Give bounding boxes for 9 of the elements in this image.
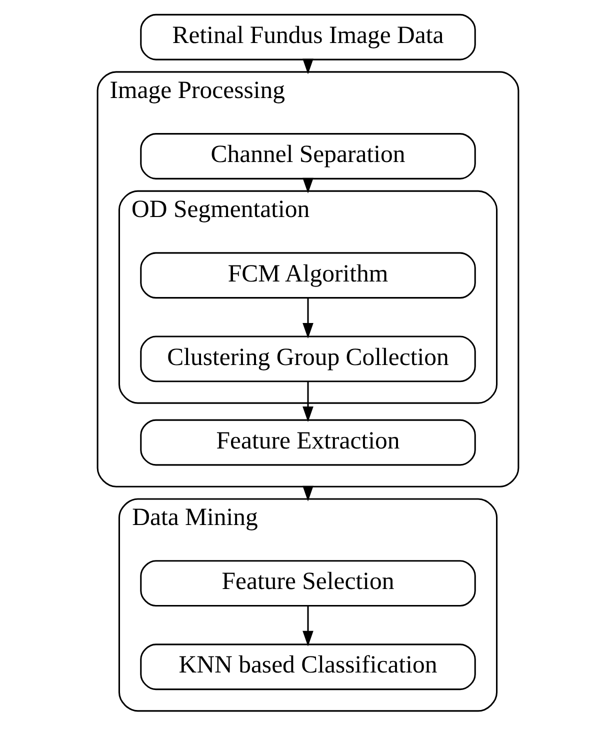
arrow [302, 606, 313, 646]
node-box: Feature Selection [140, 560, 476, 606]
node-box: Clustering Group Collection [140, 336, 476, 382]
arrow [302, 486, 313, 502]
arrow [302, 382, 313, 422]
arrow [302, 298, 313, 338]
node-box: KNN based Classification [140, 644, 476, 690]
node-box: Feature Extraction [140, 419, 476, 466]
node-box: FCM Algorithm [140, 252, 476, 299]
